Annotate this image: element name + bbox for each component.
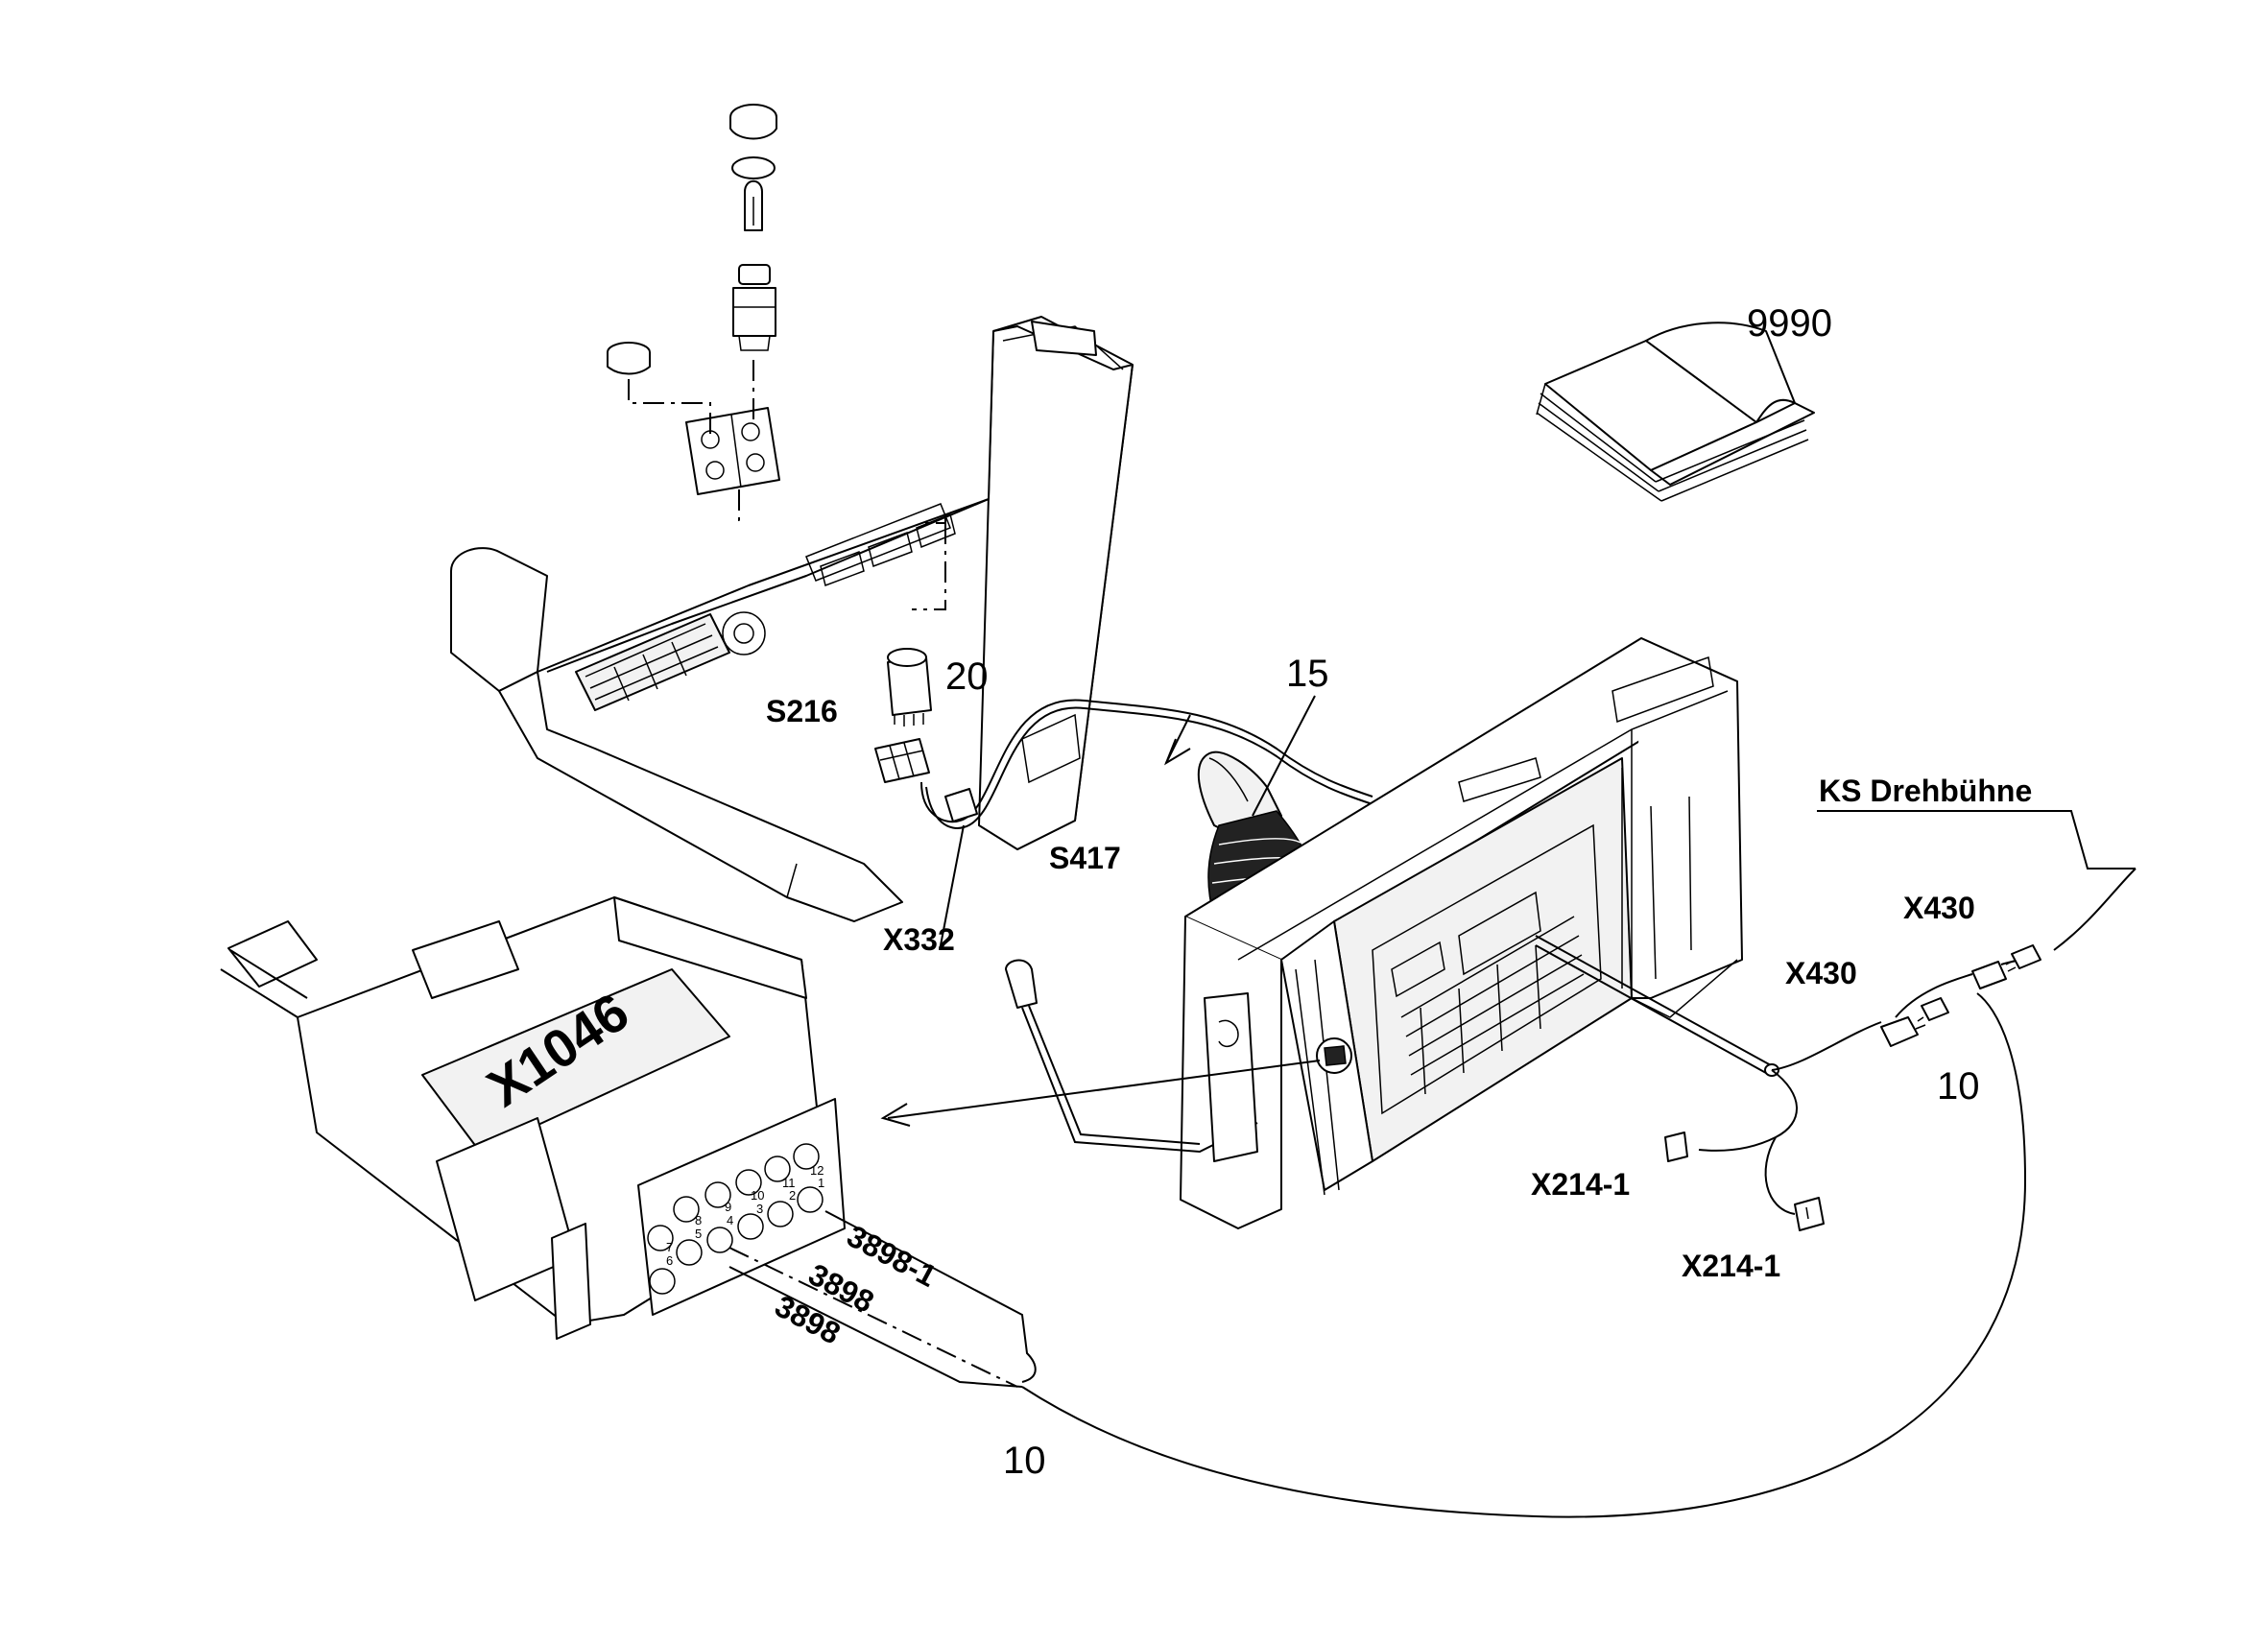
label-x430-lower: X430 bbox=[1785, 956, 1857, 990]
joystick-cable bbox=[920, 699, 1373, 946]
labels: 9990 20 S216 15 S417 X332 KS Drehbühne X… bbox=[766, 302, 2136, 1482]
pin-1: 1 bbox=[818, 1176, 824, 1190]
detail-arrow bbox=[880, 1060, 1321, 1127]
circuit-board bbox=[1372, 823, 1602, 1115]
pin-3: 3 bbox=[756, 1202, 763, 1216]
label-x332: X332 bbox=[883, 922, 955, 957]
x1046-pin-face bbox=[647, 1143, 824, 1295]
label-item-10-bottom: 10 bbox=[1003, 1440, 1046, 1482]
pin-9: 9 bbox=[725, 1200, 731, 1214]
pin-6: 6 bbox=[666, 1253, 673, 1268]
label-item-15: 15 bbox=[1286, 653, 1329, 695]
pin-2: 2 bbox=[789, 1188, 796, 1203]
pin-8: 8 bbox=[695, 1213, 702, 1227]
label-item-20: 20 bbox=[945, 655, 989, 698]
console-vent-grid bbox=[585, 623, 719, 702]
label-9990: 9990 bbox=[1747, 302, 1832, 345]
connector-x1046: X1046 1 2 3 4 5 6 7 8 9 10 11 12 bbox=[220, 896, 846, 1340]
pin-4: 4 bbox=[727, 1213, 733, 1227]
pin-5: 5 bbox=[695, 1227, 702, 1241]
pin-7: 7 bbox=[666, 1240, 673, 1254]
pin-10: 10 bbox=[751, 1188, 764, 1203]
harness-10 bbox=[1021, 868, 2137, 1518]
label-x214-lower: X214-1 bbox=[1682, 1249, 1780, 1283]
pin-11: 11 bbox=[782, 1176, 796, 1190]
label-ks-drehbuehne: KS Drehbühne bbox=[1819, 774, 2032, 808]
connector-x430-pair bbox=[1880, 944, 2041, 1047]
label-x430-upper: X430 bbox=[1903, 891, 1975, 925]
manual-book bbox=[1536, 322, 1815, 502]
lamp-switch-s216 bbox=[874, 648, 932, 783]
lamp-assembly bbox=[607, 104, 958, 610]
control-console bbox=[450, 316, 1134, 922]
label-s216: S216 bbox=[766, 694, 838, 728]
label-item-10-right: 10 bbox=[1937, 1065, 1980, 1108]
label-x214-upper: X214-1 bbox=[1531, 1167, 1630, 1202]
wires-3898 bbox=[728, 1210, 1037, 1388]
pin-12: 12 bbox=[810, 1163, 824, 1178]
electronics-housing bbox=[1005, 637, 1779, 1229]
connector-x214 bbox=[1664, 1132, 1825, 1231]
x1046-pin-numbers: 1 2 3 4 5 6 7 8 9 10 11 12 bbox=[666, 1163, 824, 1268]
label-s417: S417 bbox=[1049, 841, 1121, 875]
